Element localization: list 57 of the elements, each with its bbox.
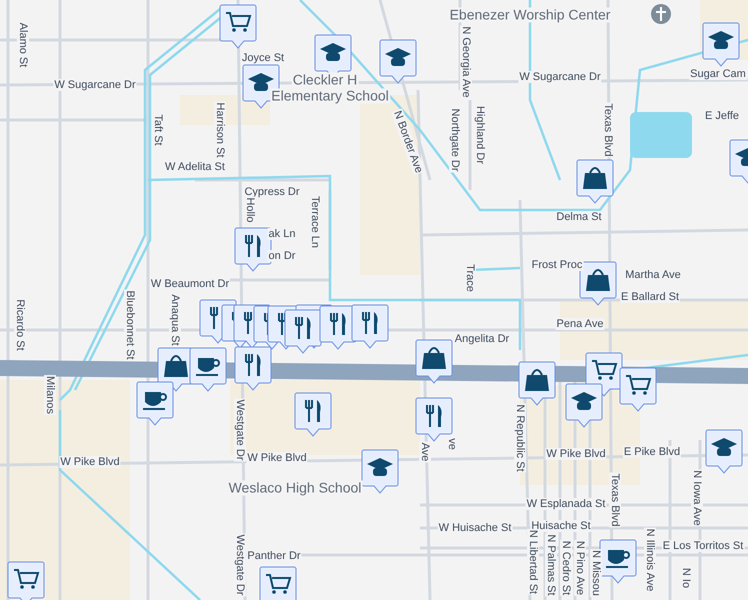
street-label: Anaqua St	[169, 293, 181, 347]
street-label: Ricardo St	[14, 298, 26, 352]
street-label: Trace	[464, 263, 476, 293]
street-label: W Sugarcane Dr	[518, 71, 602, 83]
street-label: W Adelita St	[164, 161, 226, 173]
street-label: W Pike Blvd	[246, 452, 308, 464]
street-label: Highland Dr	[474, 104, 486, 166]
street-label: N Illinois Ave	[644, 528, 656, 592]
street-label: E Ballard St	[620, 291, 680, 303]
street-label: E Jeffe	[704, 110, 740, 122]
street-label: Northgate Dr	[449, 108, 461, 172]
street-label: Hollo	[244, 196, 256, 224]
street-label: Huisache St	[530, 520, 592, 532]
street-label: N Iowa Ave	[691, 469, 703, 527]
street-label: N Palmas St	[545, 533, 557, 597]
street-label: Martha Ave	[624, 269, 682, 281]
street-label: N Io	[680, 566, 692, 590]
street-label: Delma St	[555, 211, 603, 223]
place-label: Elementary School	[270, 88, 390, 104]
street-label: N Missou	[590, 549, 602, 597]
street-label: Westgate Dr	[234, 534, 246, 596]
street-label: Sugar Cam	[689, 68, 747, 80]
street-label: Panther Dr	[246, 550, 302, 562]
street-label: W Pike Blvd	[59, 456, 121, 468]
street-label: Terrace Ln	[309, 195, 321, 249]
street-label: W Esplanada St	[526, 498, 606, 510]
street-label: Cypress Dr	[244, 186, 300, 198]
street-label: Ave	[419, 442, 431, 462]
street-label: N Libertad St	[527, 528, 539, 596]
street-label: W Beaumont Dr	[150, 278, 230, 290]
street-label: W Huisache St	[438, 522, 512, 534]
street-label: Bluebonnet St	[124, 289, 136, 361]
street-label: E Los Torritos St	[662, 540, 744, 552]
street-label: on Dr	[268, 250, 296, 262]
street-label: E Pike Blvd	[622, 446, 682, 458]
street-label: Pena Ave	[556, 318, 604, 330]
street-label: N Republic St	[514, 403, 526, 473]
street-label: Texas Blvd	[602, 102, 614, 158]
place-label: Ebenezer Worship Center	[448, 8, 612, 22]
street-label: N Georgia Ave	[460, 25, 472, 99]
place-label: Cleckler H	[292, 72, 358, 88]
street-label: N Cedro St	[560, 540, 572, 596]
street-label: Taft St	[152, 113, 164, 147]
street-label: Milanos	[44, 375, 56, 415]
street-label: Frost Proc	[530, 259, 584, 271]
street-label: N Pino Ave	[574, 540, 586, 596]
street-label: Alamo St	[17, 22, 29, 68]
street-label: W Pike Blvd	[545, 448, 607, 460]
street-label: Texas Blvd	[609, 472, 621, 528]
street-label: W Sugarcane Dr	[53, 79, 137, 91]
place-label: Weslaco High School	[228, 480, 362, 496]
street-label: Harrison St	[214, 101, 226, 159]
street-label: ve	[446, 437, 458, 451]
street-label: ak Ln	[268, 228, 296, 240]
street-label: Angelita Dr	[454, 333, 510, 345]
street-label: Joyce St	[240, 52, 286, 64]
street-label: Westgate Dr	[234, 398, 246, 462]
